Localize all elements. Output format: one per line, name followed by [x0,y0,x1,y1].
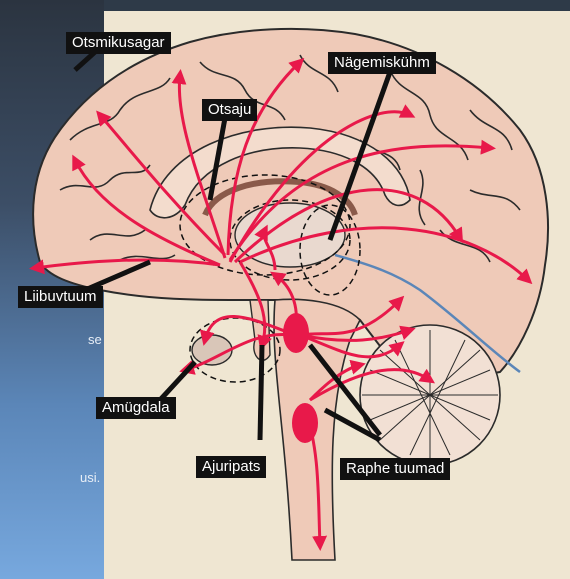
label-raphe-tuumad: Raphe tuumad [340,458,450,480]
label-nagemiskuhm: Nägemiskühm [328,52,436,74]
label-otsaju: Otsaju [202,99,257,121]
label-otsmikusagar: Otsmikusagar [66,32,171,54]
raphe-nucleus-lower [292,403,318,443]
label-ajuripats: Ajuripats [196,456,266,478]
label-amugdala: Amügdala [96,397,176,419]
raphe-nucleus-upper [283,313,309,353]
cerebellum [360,325,500,465]
label-liibuvtuum: Liibuvtuum [18,286,103,308]
